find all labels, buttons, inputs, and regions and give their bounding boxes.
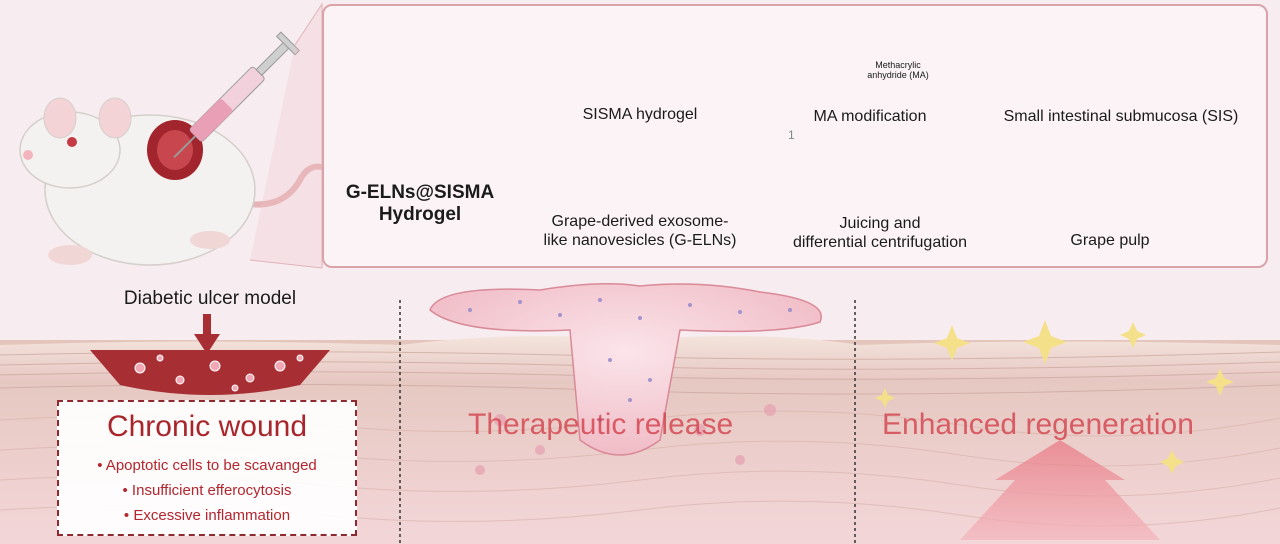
methacrylic-line2: anhydride (MA) — [867, 70, 929, 80]
preparation-panel — [322, 4, 1268, 268]
ma-modification-label: MA modification — [813, 108, 927, 125]
chronic-wound-item: • Apoptotic cells to be scavanged — [97, 457, 317, 474]
juicing-line1: Juicing and — [839, 215, 921, 232]
sis-label: Small intestinal submucosa (SIS) — [1003, 108, 1239, 125]
stray-mark: 1 — [788, 128, 795, 142]
sisma-hydrogel-label: SISMA hydrogel — [582, 106, 698, 123]
chronic-wound-item: • Insufficient efferocytosis — [122, 482, 292, 499]
final-product-label: G-ELNs@SISMA Hydrogel — [330, 182, 510, 226]
released-vesicles — [475, 404, 776, 475]
chronic-wound-item: • Excessive inflammation — [123, 507, 291, 524]
g-elns-line1: Grape-derived exosome- — [551, 213, 729, 230]
g-elns-line2: like nanovesicles (G-ELNs) — [543, 232, 737, 249]
final-product-line1: G-ELNs@SISMA — [345, 182, 495, 203]
enhanced-regeneration-title: Enhanced regeneration — [882, 408, 1194, 441]
methacrylic-line1: Methacrylic — [875, 60, 921, 70]
therapeutic-release-title: Therapeutic release — [468, 408, 734, 441]
sparkle-icons — [875, 320, 1234, 474]
chronic-wound-box: Chronic wound • Apoptotic cells to be sc… — [57, 400, 357, 536]
juicing-label: Juicing and differential centrifugation — [760, 214, 1000, 252]
chronic-wound-title: Chronic wound — [106, 410, 308, 443]
g-elns-label: Grape-derived exosome- like nanovesicles… — [520, 212, 760, 250]
rat-illustration — [19, 97, 332, 266]
up-arrow-icon — [960, 440, 1160, 540]
wound-cells — [134, 354, 304, 392]
juicing-line2: differential centrifugation — [792, 234, 968, 251]
final-product-line2: Hydrogel — [378, 204, 462, 225]
grape-pulp-label: Grape pulp — [1070, 232, 1150, 249]
syringe-icon — [173, 31, 301, 158]
model-label: Diabetic ulcer model — [123, 288, 297, 309]
down-arrow-icon — [194, 314, 220, 354]
hydrogel-in-wound — [429, 283, 822, 456]
methacrylic-anhydride-label: Methacrylic anhydride (MA) — [858, 60, 938, 80]
wound-crater — [90, 350, 330, 395]
